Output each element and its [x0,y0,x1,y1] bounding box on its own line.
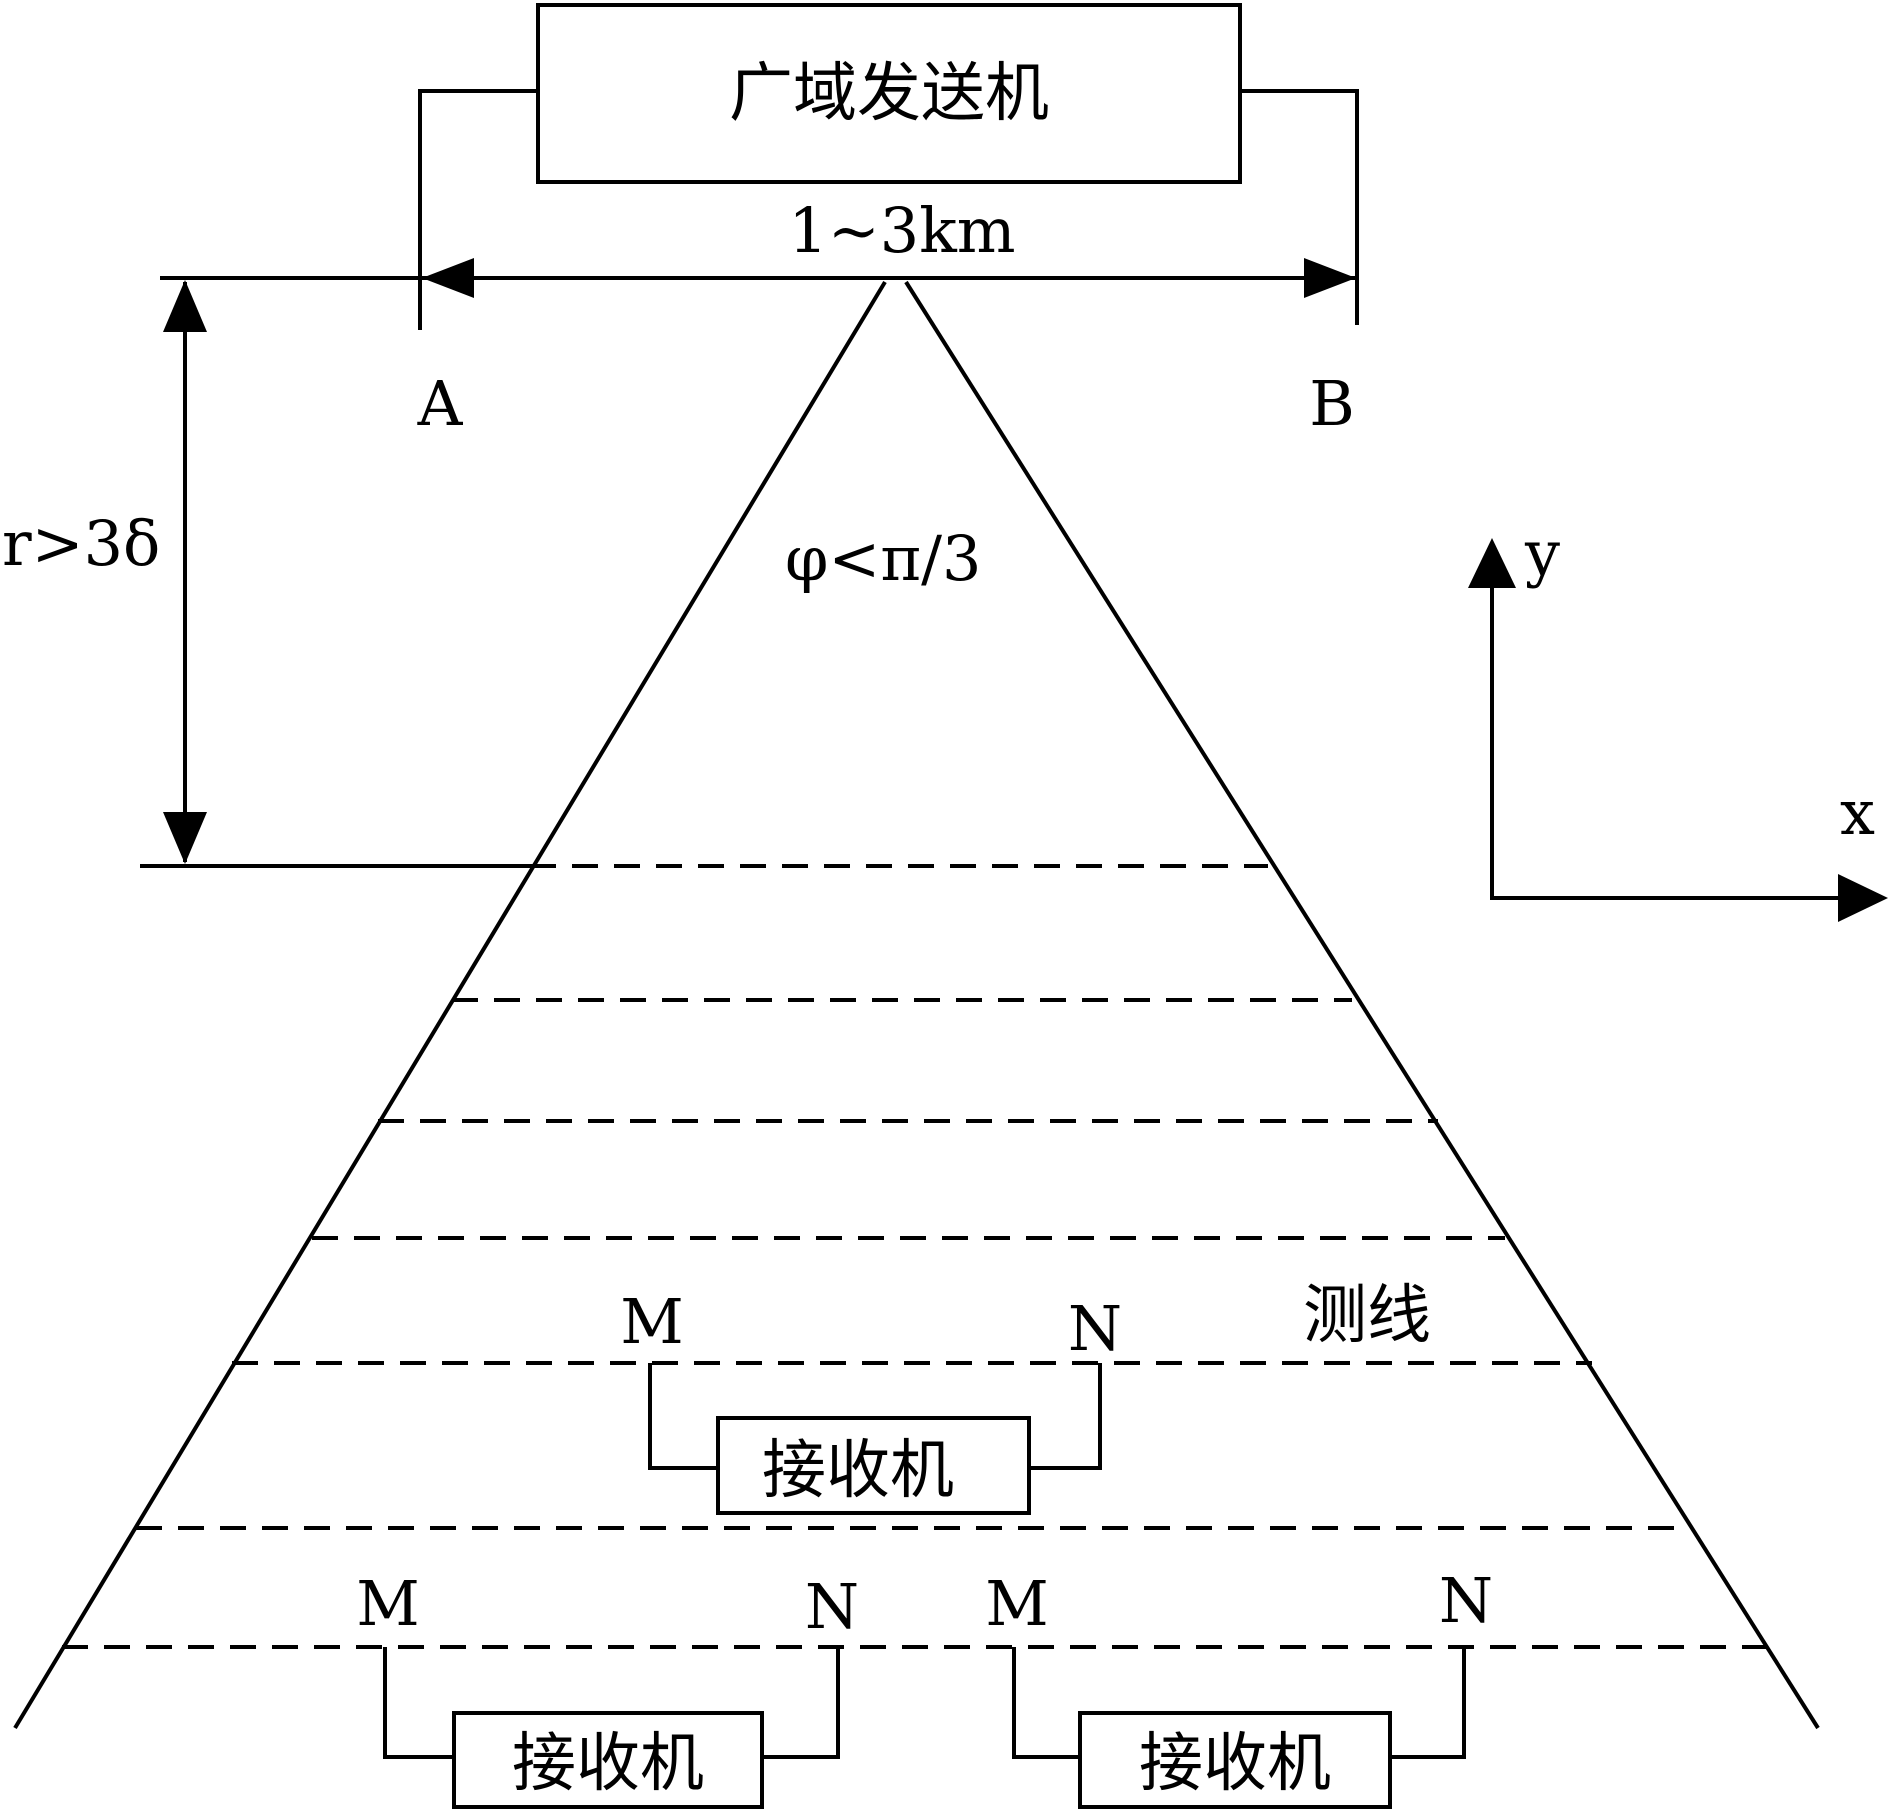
survey-sector [13,280,1820,1730]
electrode-n-label: N [1439,1564,1493,1637]
receiver-3: M N 接收机 [985,1564,1493,1809]
receiver-box [716,1416,1031,1515]
electrode-n-label: N [805,1570,859,1643]
transmitter [418,3,1359,330]
receiver-wire-m [1012,1647,1080,1759]
receiver-wire-n [1390,1647,1466,1759]
angle-label: φ<π/3 [785,522,981,595]
ab-spacing-dimension [160,258,1358,298]
transmitter-box [536,3,1242,184]
sector-right-edge [904,280,1820,1730]
survey-line-label: 测线 [1303,1279,1431,1353]
y-axis-arrowhead [1468,538,1516,588]
receiver-label: 接收机 [762,1434,954,1508]
electrode-m-label: M [985,1567,1048,1640]
receiver-wire-m [383,1647,454,1759]
arrowhead-right [1304,258,1356,298]
x-axis-label: x [1840,776,1875,849]
receiver-box [452,1711,764,1809]
receiver-wire-n [762,1647,840,1759]
arrowhead-down [163,812,207,864]
receiver-2: M N 接收机 [356,1567,859,1809]
spacing-label: 1~3km [788,194,1015,267]
transmitter-wire-b [1240,89,1359,325]
electrode-b-label: B [1309,367,1355,440]
arrowhead-up [163,280,207,332]
coordinate-axes [1468,538,1888,922]
transmitter-wire-a [418,89,538,330]
arrowhead-left [422,258,474,298]
distance-dimension [140,280,530,868]
receiver-wire-m [648,1363,718,1470]
y-axis-label: y [1524,517,1560,590]
receiver-label: 接收机 [1139,1727,1331,1801]
electrode-m-label: M [620,1285,683,1358]
survey-lines [62,864,1772,1649]
sector-left-edge [13,280,887,1730]
receiver-box [1078,1711,1392,1809]
distance-label: r>3δ [2,507,160,580]
receiver-label: 接收机 [512,1727,704,1801]
electrode-a-label: A [417,367,464,440]
x-axis-arrowhead [1838,874,1888,922]
receiver-wire-n [1029,1363,1102,1470]
electrode-m-label: M [356,1567,419,1640]
receiver-1: M N 接收机 [620,1285,1122,1515]
electrode-n-label: N [1068,1292,1122,1365]
transmitter-label: 广域发送机 [729,57,1049,131]
